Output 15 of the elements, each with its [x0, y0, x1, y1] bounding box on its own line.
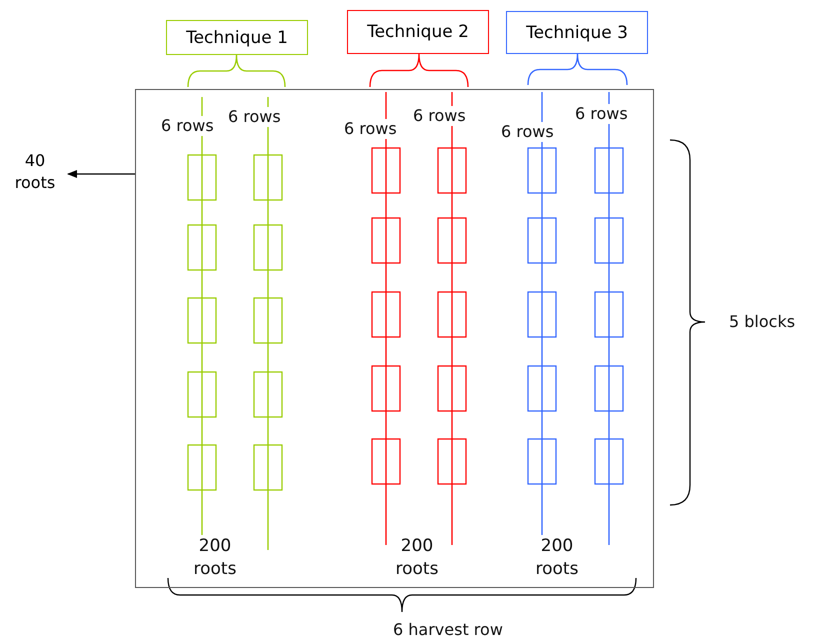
row-count-label: 6 rows — [160, 116, 215, 136]
row-count-label: 6 rows — [227, 107, 282, 127]
row-count-label: 6 rows — [343, 119, 398, 139]
row-count-label: 6 rows — [574, 104, 629, 124]
root-count-text: 40 roots — [14, 150, 56, 194]
technique-label: Technique 1 — [186, 28, 288, 48]
technique-box — [166, 20, 308, 55]
row-count-label: 6 rows — [500, 122, 555, 142]
technique-label: Technique 3 — [526, 22, 628, 42]
technique-box — [506, 11, 648, 54]
row-count-label: 6 rows — [412, 106, 467, 126]
field-plot-outline — [135, 89, 654, 588]
technique-box — [347, 10, 489, 54]
technique-label: Technique 2 — [367, 22, 469, 42]
arrow — [67, 170, 135, 178]
